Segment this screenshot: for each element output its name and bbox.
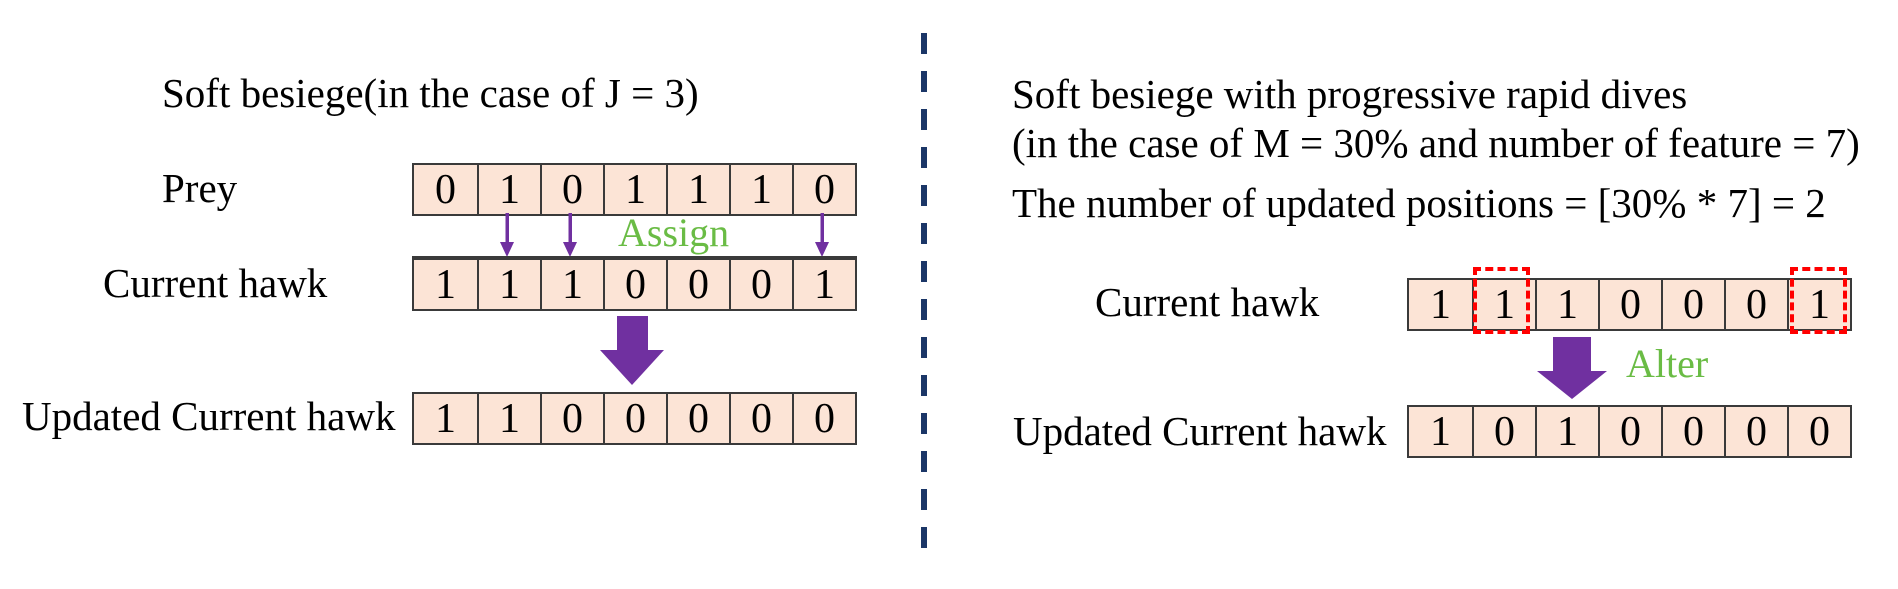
prey-label: Prey (162, 165, 238, 211)
current-hawk-bit-row: 1 1 1 0 0 0 1 (1407, 278, 1852, 331)
bit-cell: 0 (1661, 407, 1724, 456)
bit-cell: 1 (414, 260, 477, 309)
prey-bit-row: 0 1 0 1 1 1 0 (412, 163, 857, 216)
bit-cell: 0 (1661, 280, 1724, 329)
assign-arrow-icon (815, 213, 829, 257)
bit-cell: 0 (414, 165, 477, 214)
highlight-box-position-2 (1473, 267, 1530, 334)
bit-cell: 0 (792, 394, 855, 443)
bit-cell: 1 (477, 260, 540, 309)
bit-cell: 0 (666, 260, 729, 309)
bit-cell: 0 (1472, 407, 1535, 456)
right-panel-title-line1: Soft besiege with progressive rapid dive… (1012, 71, 1688, 117)
bit-cell: 0 (1787, 407, 1850, 456)
bit-cell: 1 (1472, 280, 1535, 329)
bit-cell: 1 (477, 165, 540, 214)
bit-cell: 0 (540, 165, 603, 214)
current-hawk-label: Current hawk (103, 260, 328, 306)
assign-arrow-icon (500, 213, 514, 257)
bit-cell: 0 (1724, 280, 1787, 329)
current-hawk-bit-row: 1 1 1 0 0 0 1 (412, 256, 857, 311)
updated-current-hawk-label: Updated Current hawk (1013, 408, 1387, 454)
bit-cell: 1 (414, 394, 477, 443)
bit-cell: 0 (603, 394, 666, 443)
assign-label: Assign (618, 210, 730, 255)
bit-cell: 1 (1535, 280, 1598, 329)
bit-cell: 1 (603, 165, 666, 214)
right-panel-subtitle: The number of updated positions = [30% *… (1012, 180, 1826, 226)
bit-cell: 1 (1787, 280, 1850, 329)
highlight-box-position-7 (1790, 267, 1847, 334)
current-hawk-label: Current hawk (1095, 279, 1320, 325)
bit-cell: 0 (1598, 280, 1661, 329)
bit-cell: 1 (792, 260, 855, 309)
bit-cell: 1 (1409, 280, 1472, 329)
bit-cell: 1 (1409, 407, 1472, 456)
bit-cell: 0 (666, 394, 729, 443)
bit-cell: 1 (477, 394, 540, 443)
right-panel-title-line2: (in the case of M = 30% and number of fe… (1012, 120, 1860, 166)
update-arrow-icon (600, 316, 664, 385)
alter-arrow-icon (1537, 337, 1607, 399)
bit-cell: 0 (729, 260, 792, 309)
bit-cell: 0 (1598, 407, 1661, 456)
bit-cell: 0 (1724, 407, 1787, 456)
bit-cell: 0 (729, 394, 792, 443)
bit-cell: 1 (729, 165, 792, 214)
bit-cell: 0 (603, 260, 666, 309)
updated-current-hawk-label: Updated Current hawk (22, 393, 396, 439)
panel-divider (921, 33, 927, 563)
bit-cell: 1 (1535, 407, 1598, 456)
bit-cell: 1 (540, 260, 603, 309)
assign-arrow-icon (563, 213, 577, 257)
alter-label: Alter (1626, 341, 1709, 386)
left-panel-title: Soft besiege(in the case of J = 3) (162, 70, 699, 116)
bit-cell: 1 (666, 165, 729, 214)
updated-current-hawk-bit-row: 1 1 0 0 0 0 0 (412, 392, 857, 445)
bit-cell: 0 (540, 394, 603, 443)
updated-current-hawk-bit-row: 1 0 1 0 0 0 0 (1407, 405, 1852, 458)
bit-cell: 0 (792, 165, 855, 214)
